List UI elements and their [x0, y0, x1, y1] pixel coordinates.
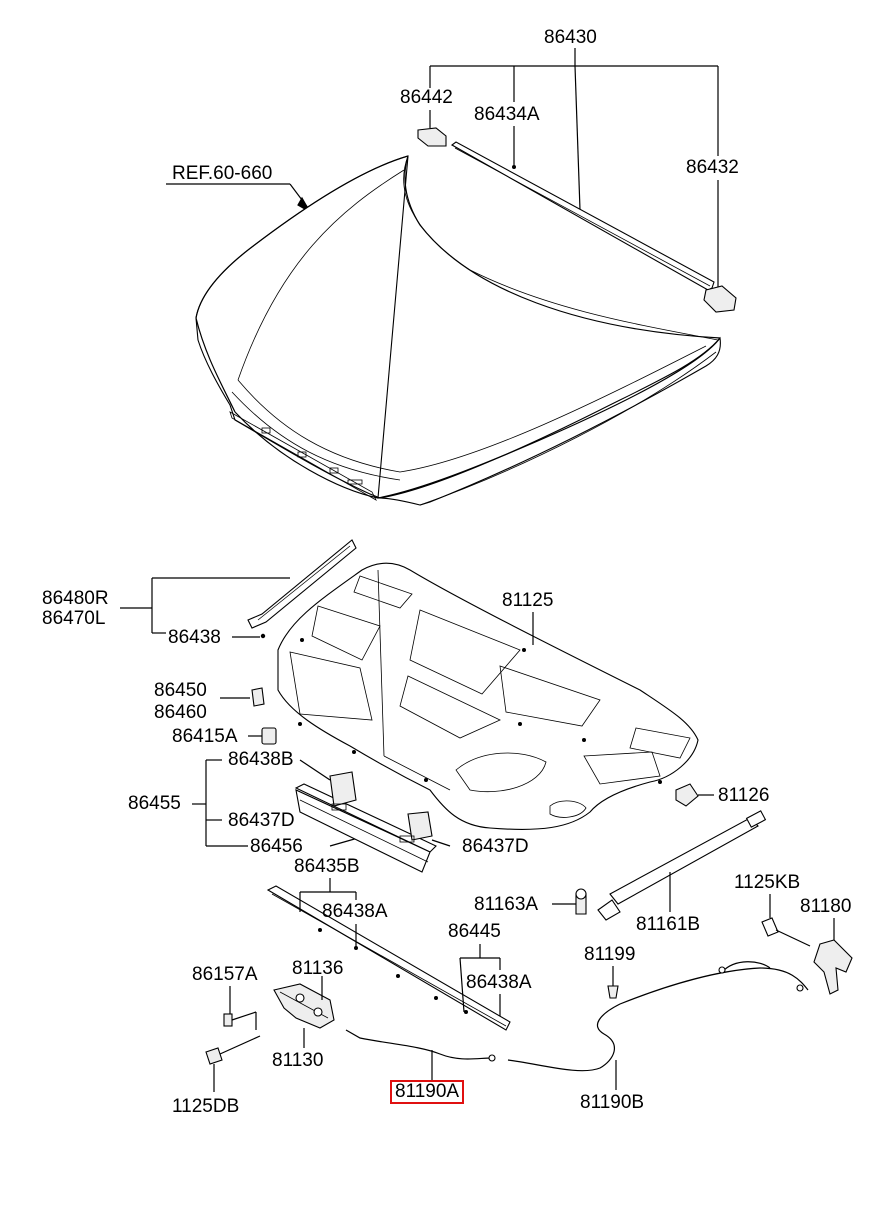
label-86470L: 86470L: [42, 608, 106, 629]
label-86438A-lower: 86438A: [466, 972, 532, 993]
label-86442: 86442: [400, 87, 453, 108]
part-81190B-cable: [507, 961, 809, 1090]
part-86456-bracket: [294, 771, 437, 873]
label-86437D-right: 86437D: [462, 836, 529, 857]
leader-86445: [459, 944, 501, 1016]
part-81163A-ballstud: [552, 888, 587, 915]
label-81130: 81130: [272, 1050, 324, 1071]
label-1125DB: 1125DB: [172, 1096, 240, 1117]
part-1125KB-bolt: [761, 894, 811, 947]
part-86415A-stopper: [248, 727, 277, 745]
part-86432-seal: [450, 141, 737, 313]
label-86445: 86445: [448, 921, 501, 942]
part-1125DB-bolt: [205, 1035, 261, 1092]
label-86432: 86432: [686, 157, 739, 178]
part-81199-clip: [607, 966, 619, 999]
part-81180-release-handle: [813, 918, 853, 995]
part-86442-clip: [417, 127, 447, 147]
part-86157A-bolt: [223, 986, 257, 1030]
part-hood-panel: [195, 155, 721, 506]
part-86435B-rail: [266, 885, 511, 1031]
part-81130-latch: [273, 976, 335, 1048]
label-86437D-left: 86437D: [228, 810, 295, 831]
part-81125-insulator: [277, 562, 699, 830]
label-86456: 86456: [250, 836, 303, 857]
part-81190A-cable: [345, 1029, 496, 1080]
leader-86435B: [299, 878, 357, 948]
label-ref-60-660: REF.60-660: [172, 163, 273, 184]
label-86435B: 86435B: [294, 856, 360, 877]
label-86460: 86460: [154, 702, 207, 723]
part-86480R-seal: [247, 539, 357, 639]
label-86438A-upper: 86438A: [322, 901, 388, 922]
leader-86480R: [120, 577, 290, 638]
label-81136: 81136: [292, 958, 344, 979]
label-86480R: 86480R: [42, 588, 109, 609]
label-86438: 86438: [168, 627, 221, 648]
label-86455: 86455: [128, 793, 181, 814]
label-81180: 81180: [800, 896, 852, 917]
label-86450: 86450: [154, 680, 207, 701]
leader-86430: [429, 48, 719, 292]
label-86434A: 86434A: [474, 104, 540, 125]
part-86450-bumper: [220, 687, 265, 707]
part-81126-bumper: [675, 783, 714, 807]
label-86438B: 86438B: [228, 749, 294, 770]
part-81161B-strut: [597, 810, 767, 921]
label-81163A: 81163A: [474, 894, 539, 915]
label-81190A-highlighted[interactable]: 81190A: [390, 1080, 465, 1104]
leader-86455: [192, 759, 451, 847]
label-1125KB: 1125KB: [734, 872, 801, 893]
label-81126: 81126: [718, 785, 770, 806]
label-86430: 86430: [544, 27, 597, 48]
label-81161B: 81161B: [636, 914, 701, 935]
label-86415A: 86415A: [172, 726, 238, 747]
label-81125: 81125: [502, 590, 554, 611]
leader-ref: [166, 183, 312, 214]
label-86157A: 86157A: [192, 964, 258, 985]
label-81199: 81199: [584, 944, 636, 965]
label-81190B: 81190B: [580, 1092, 645, 1113]
